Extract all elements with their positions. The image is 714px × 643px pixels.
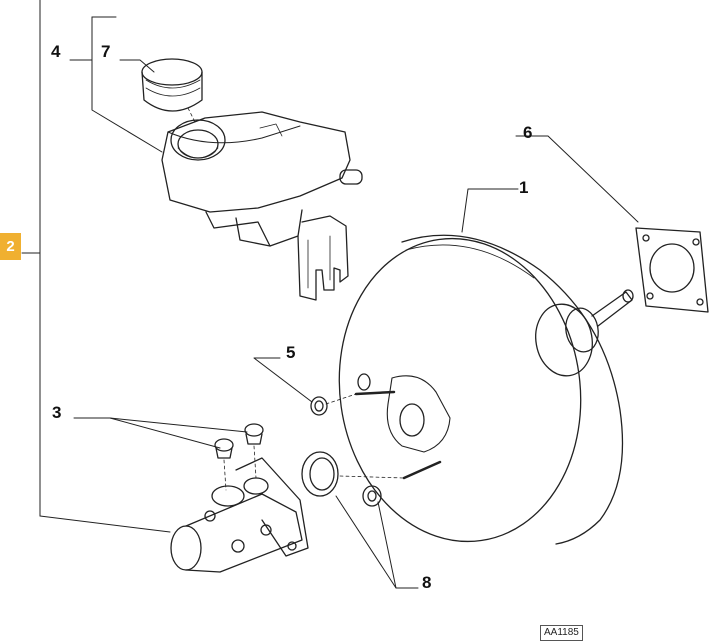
- brake-booster-icon: [338, 234, 634, 545]
- callout-5: 5: [286, 343, 296, 362]
- fluid-reservoir-icon: [161, 111, 363, 301]
- callout-6: 6: [523, 123, 533, 142]
- nut-icon: [310, 396, 328, 416]
- master-cylinder-icon: [170, 457, 309, 573]
- callout-4: 4: [51, 42, 61, 61]
- grommet-pair-icon: [214, 423, 264, 459]
- seal-and-nut-icon: [301, 451, 382, 507]
- group-bracket: [21, 0, 171, 533]
- callout-3: 3: [52, 403, 62, 422]
- callout-1: 1: [519, 178, 529, 197]
- callout-7: 7: [101, 42, 111, 61]
- group-badge[interactable]: 2: [0, 233, 21, 260]
- callout-8: 8: [422, 573, 432, 592]
- assembly-lines: [187, 107, 405, 491]
- reservoir-cap-icon: [141, 58, 203, 112]
- gasket-icon: [635, 227, 709, 313]
- leader-lines: [73, 59, 639, 589]
- reference-code: AA1185: [540, 625, 583, 641]
